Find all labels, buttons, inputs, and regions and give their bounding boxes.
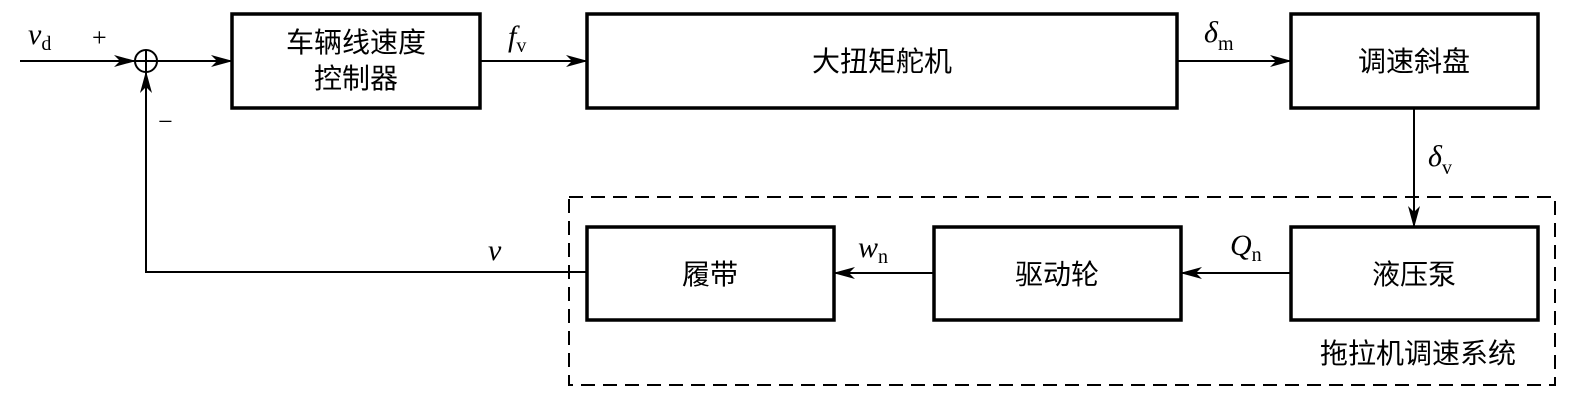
track-label: 履带 — [682, 258, 738, 291]
signal-delta-v: δv — [1428, 140, 1452, 179]
minus-sign: − — [158, 107, 173, 136]
plus-sign: + — [92, 23, 107, 52]
signal-delta-m: δm — [1204, 16, 1234, 55]
signal-vd: vd — [28, 18, 51, 55]
signal-fv: fv — [508, 20, 526, 57]
controller-label-line2: 控制器 — [314, 62, 398, 95]
swashplate-block: 调速斜盘 — [1289, 12, 1540, 110]
track-block: 履带 — [585, 225, 836, 322]
subsystem-boundary — [568, 196, 1556, 386]
signal-v: v — [488, 234, 502, 267]
signal-qn: Qn — [1230, 229, 1262, 266]
swashplate-label: 调速斜盘 — [1358, 45, 1470, 78]
signal-wn: wn — [858, 231, 888, 268]
drive-wheel-label: 驱动轮 — [1015, 258, 1099, 291]
controller-block: 车辆线速度 控制器 — [230, 12, 482, 110]
drive-wheel-block: 驱动轮 — [932, 225, 1183, 322]
feedback-arrow — [140, 71, 587, 273]
controller-label-line1: 车辆线速度 — [286, 26, 426, 59]
servo-label: 大扭矩舵机 — [812, 45, 952, 78]
summing-junction — [134, 49, 158, 73]
pump-block: 液压泵 — [1289, 225, 1540, 322]
subsystem-label: 拖拉机调速系统 — [1320, 337, 1516, 370]
pump-label: 液压泵 — [1372, 258, 1456, 291]
servo-block: 大扭矩舵机 — [585, 12, 1179, 110]
